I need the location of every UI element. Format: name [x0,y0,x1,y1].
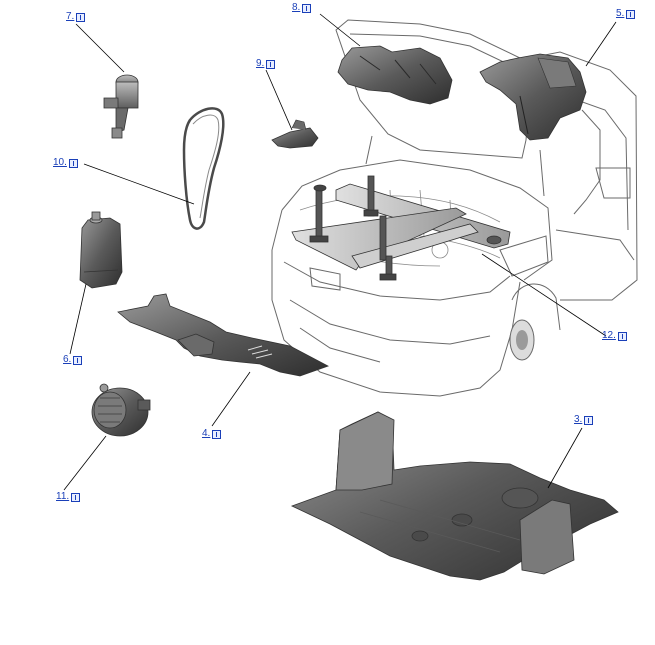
callout-label: 4. [202,428,211,439]
book-icon [71,492,81,502]
callout-label: 9. [256,58,265,69]
callout-label: 12. [602,330,616,341]
callout-label: 5. [616,8,625,19]
callout-12-link[interactable]: 12. [602,330,627,342]
callout-label: 8. [292,2,301,13]
callout-5-link[interactable]: 5. [616,8,636,20]
leader-line-3 [547,427,583,489]
leader-line-10 [83,163,195,205]
alternator-part [91,383,151,437]
leader-line-5 [585,21,617,67]
book-icon [584,415,594,425]
callout-10-link[interactable]: 10. [53,157,78,169]
book-icon [266,59,276,69]
leader-line-12 [481,253,607,337]
leader-line-4 [211,371,251,427]
book-icon [212,429,222,439]
hose-joint-part [103,74,139,139]
leader-line-6 [69,283,87,355]
callout-9-link[interactable]: 9. [256,58,276,70]
callout-7-link[interactable]: 7. [66,11,86,23]
callout-label: 10. [53,157,67,168]
hood-insulator-part [337,45,453,105]
callout-label: 7. [66,11,75,22]
callout-6-link[interactable]: 6. [63,354,83,366]
leader-line-8 [319,13,361,47]
callout-8-link[interactable]: 8. [292,2,312,14]
book-icon [617,331,627,341]
book-icon [73,355,83,365]
book-icon [76,12,86,22]
book-icon [626,9,636,19]
book-icon [302,3,312,13]
callout-4-link[interactable]: 4. [202,428,222,440]
leader-line-7 [75,23,125,73]
leader-line-11 [63,435,107,491]
callout-3-link[interactable]: 3. [574,414,594,426]
callout-label: 3. [574,414,583,425]
engine-support-part [291,175,511,281]
callout-label: 11. [56,491,70,502]
leader-line-9 [265,69,293,131]
under-cover-part [290,411,619,581]
callout-11-link[interactable]: 11. [56,491,81,503]
callout-label: 6. [63,354,72,365]
leader-lines [63,13,617,491]
reservoir-part [479,53,587,141]
book-icon [68,158,78,168]
splash-shield-part [117,293,329,377]
bracket-part [271,119,319,149]
coolant-reservoir-part [79,211,123,289]
drive-belt-part [182,107,225,230]
